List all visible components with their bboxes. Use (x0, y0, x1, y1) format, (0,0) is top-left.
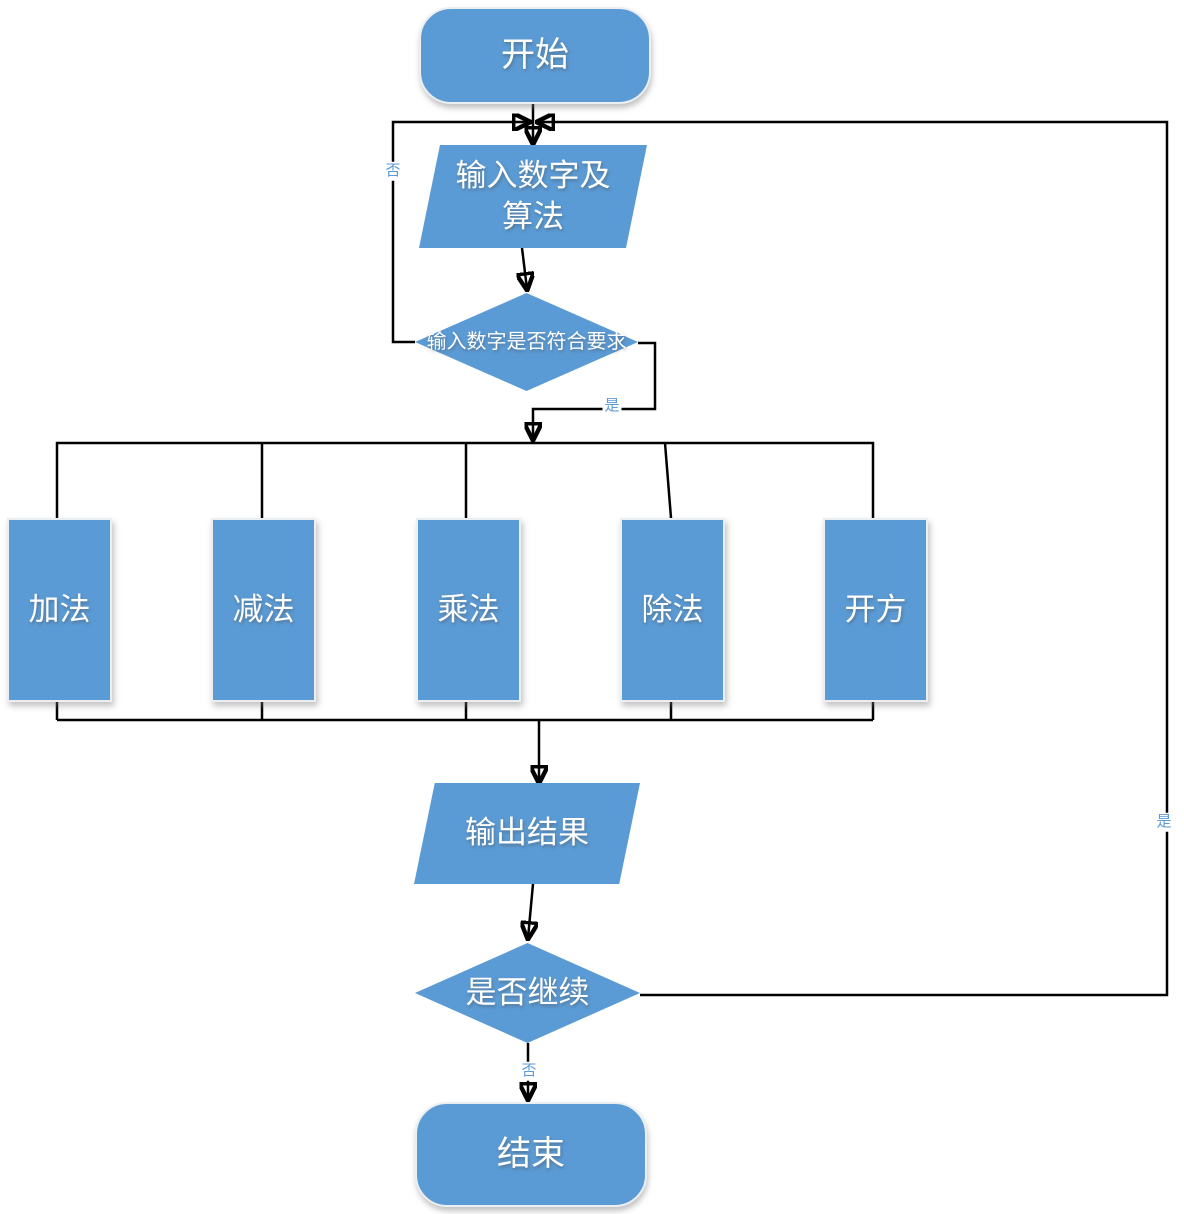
op-node-multiplication: 乘法 (416, 518, 521, 702)
connector-bottom-bus (55, 698, 875, 722)
connector-output-to-continue (528, 883, 533, 938)
op-node-multiplication-label: 乘法 (437, 591, 500, 627)
input-node-label-line2: 算法 (502, 198, 564, 234)
op-node-addition: 加法 (7, 518, 112, 702)
continue-decision-label: 是否继续 (465, 974, 590, 1010)
op-node-subtraction-label: 减法 (232, 591, 295, 627)
op-node-addition-label: 加法 (28, 591, 91, 627)
op-node-sqrt: 开方 (823, 518, 928, 702)
input-node-label: 输入数字及算法 (456, 156, 611, 237)
connector-continue-yes-loop (538, 122, 1169, 997)
continue-decision-node: 是否继续 (415, 943, 640, 1043)
op-node-division-label: 除法 (641, 591, 704, 627)
connector-check-yes-to-bus (533, 341, 657, 439)
start-node: 开始 (419, 7, 651, 104)
op-node-subtraction: 减法 (211, 518, 316, 702)
parallelogram-shape (419, 145, 647, 248)
op-node-sqrt-label: 开方 (844, 591, 907, 627)
start-node-label: 开始 (501, 36, 569, 75)
input-node: 输入数字及算法 (419, 145, 647, 248)
edge-label-check-no: 否 (383, 161, 403, 181)
end-node-label: 结束 (497, 1135, 565, 1174)
edge-label-continue-yes: 是 (1154, 812, 1174, 832)
input-node-label-line1: 输入数字及 (455, 158, 611, 194)
edge-label-continue-no: 否 (519, 1061, 539, 1081)
parallelogram-shape (414, 783, 640, 884)
edge-label-check-yes: 是 (602, 396, 622, 416)
check-decision-node: 输入数字是否符合要求 (415, 293, 638, 391)
connector-input-to-check (522, 247, 527, 289)
op-node-division: 除法 (620, 518, 725, 702)
output-node-label: 输出结果 (465, 815, 589, 851)
check-decision-label: 输入数字是否符合要求 (426, 331, 627, 353)
connector-check-no-loop (391, 122, 529, 344)
end-node: 结束 (415, 1102, 647, 1207)
connector-top-bus-drop-4 (663, 442, 673, 519)
output-node: 输出结果 (414, 783, 640, 884)
